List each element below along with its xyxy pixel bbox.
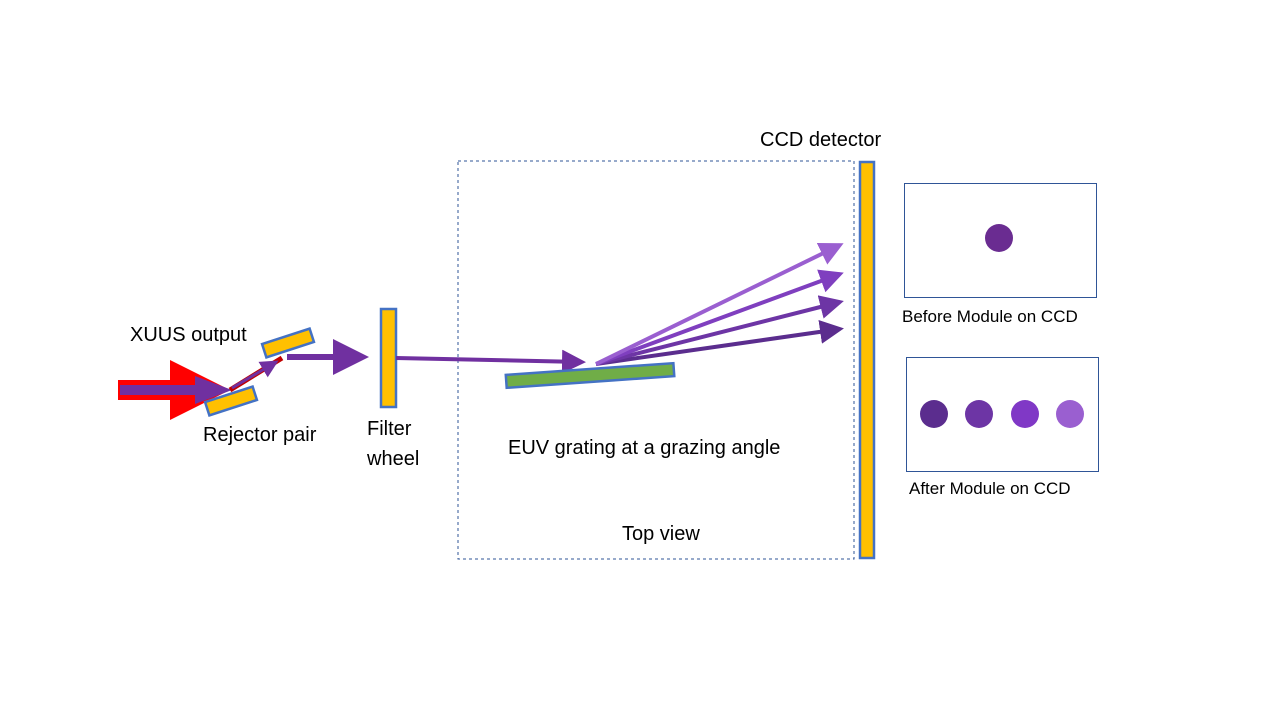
rejector-mirror-upper [260,327,316,359]
filter-wheel [379,307,398,409]
before-module-panel [904,183,1097,298]
diffracted-beam-1 [595,319,844,366]
diffracted-beam-3 [595,269,844,366]
grating-label: EUV grating at a grazing angle [508,437,781,459]
after-spot-4 [1056,400,1084,428]
after-spot-2 [965,400,993,428]
euv-grating [504,361,676,390]
ccd-detector-label: CCD detector [760,129,882,151]
rejector-pair-label: Rejector pair [203,424,317,446]
after-module-caption: After Module on CCD [909,479,1071,498]
before-module-caption: Before Module on CCD [902,307,1078,326]
xuus-output-label: XUUS output [130,324,247,346]
diffracted-beam-2 [595,295,844,366]
after-spot-3 [1011,400,1039,428]
input-euv-arrow [120,376,232,404]
after-module-panel [906,357,1099,472]
rejector-mirror-lower [203,385,259,417]
before-spot [985,224,1013,252]
filter-label-line1: Filter [367,418,412,440]
ccd-detector [858,160,876,560]
after-spot-1 [920,400,948,428]
filter-label-line2: wheel [367,448,420,470]
rejector-purple-beam [231,360,279,390]
beam-to-grating [395,349,586,374]
top-view-label: Top view [622,523,700,545]
diffracted-beam-4 [595,242,844,366]
